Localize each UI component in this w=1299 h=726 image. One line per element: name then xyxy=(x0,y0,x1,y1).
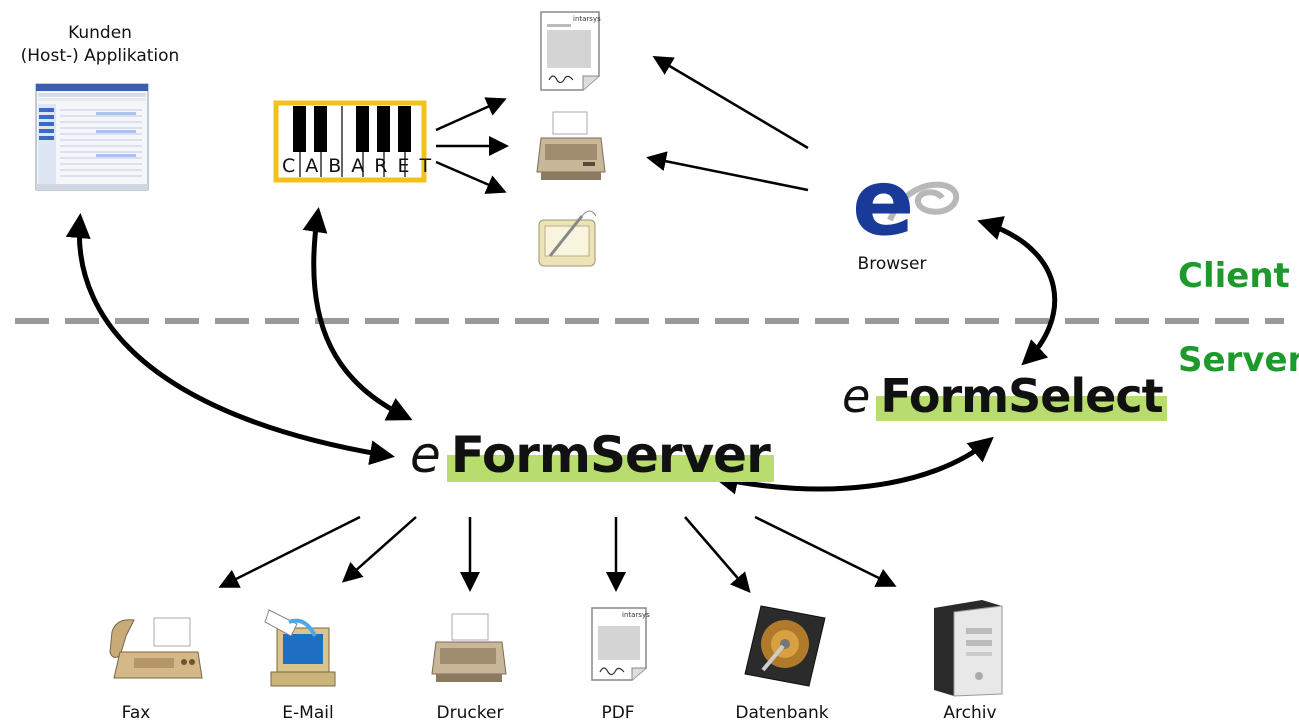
host-app-label-line1: Kunden xyxy=(68,23,132,43)
arrow-eformserver-eformselect xyxy=(713,436,994,495)
host-app-label: Kunden (Host-) Applikation xyxy=(0,22,200,68)
output-label-email: E-Mail xyxy=(282,703,334,723)
browser-e-logo-icon: e xyxy=(852,149,960,256)
output-label-datenbank: Datenbank xyxy=(735,703,829,723)
eformserver-name: FormServer xyxy=(447,426,774,484)
svg-text:intarsys: intarsys xyxy=(622,611,650,619)
fax-icon xyxy=(109,617,203,679)
output-label-fax: Fax xyxy=(121,703,151,723)
arrow-cabaret-pad xyxy=(435,160,507,194)
pdf-document-icon: intarsys xyxy=(591,607,650,681)
arrow-cabaret-eformserver xyxy=(302,207,413,421)
arrow-to-fax xyxy=(218,515,361,588)
browser-label: Browser xyxy=(857,254,927,274)
arrow-browser-printer xyxy=(646,151,809,192)
host-app-label-line2: (Host-) Applikation xyxy=(20,46,180,66)
signature-pad-icon xyxy=(538,210,597,267)
eformserver-prefix: e xyxy=(410,426,441,484)
email-computer-icon xyxy=(264,609,336,687)
eformselect-name: FormSelect xyxy=(876,369,1166,423)
printer-icon xyxy=(431,613,507,682)
arrow-host-eformserver xyxy=(65,213,395,466)
intarsys-mark: intarsys xyxy=(573,15,601,23)
hard-disk-icon xyxy=(744,605,826,687)
arrow-cabaret-doc xyxy=(435,97,507,132)
arrow-browser-eformselect xyxy=(977,216,1058,366)
output-label-archiv: Archiv xyxy=(943,703,997,723)
server-tower-icon xyxy=(934,600,1003,697)
cabaret-letters: CABARET xyxy=(282,155,442,177)
cabaret-keyboard-icon xyxy=(273,100,427,183)
arrow-to-datenbank xyxy=(684,516,751,594)
host-app-screenshot-icon xyxy=(35,83,149,191)
arrow-to-archiv xyxy=(754,515,897,587)
eformselect-prefix: e xyxy=(842,369,871,423)
zone-client-label: Client xyxy=(1178,256,1290,296)
client-printer-icon xyxy=(536,111,606,180)
svg-text:e: e xyxy=(852,149,914,256)
cabaret-logo: CABARET xyxy=(273,100,442,183)
output-label-drucker: Drucker xyxy=(436,703,504,723)
arrow-browser-doc xyxy=(652,55,809,150)
output-label-pdf: PDF xyxy=(601,703,635,723)
signed-document-icon: intarsys xyxy=(540,11,601,91)
arrow-to-email xyxy=(342,516,417,583)
zone-server-label: Server xyxy=(1178,340,1299,380)
